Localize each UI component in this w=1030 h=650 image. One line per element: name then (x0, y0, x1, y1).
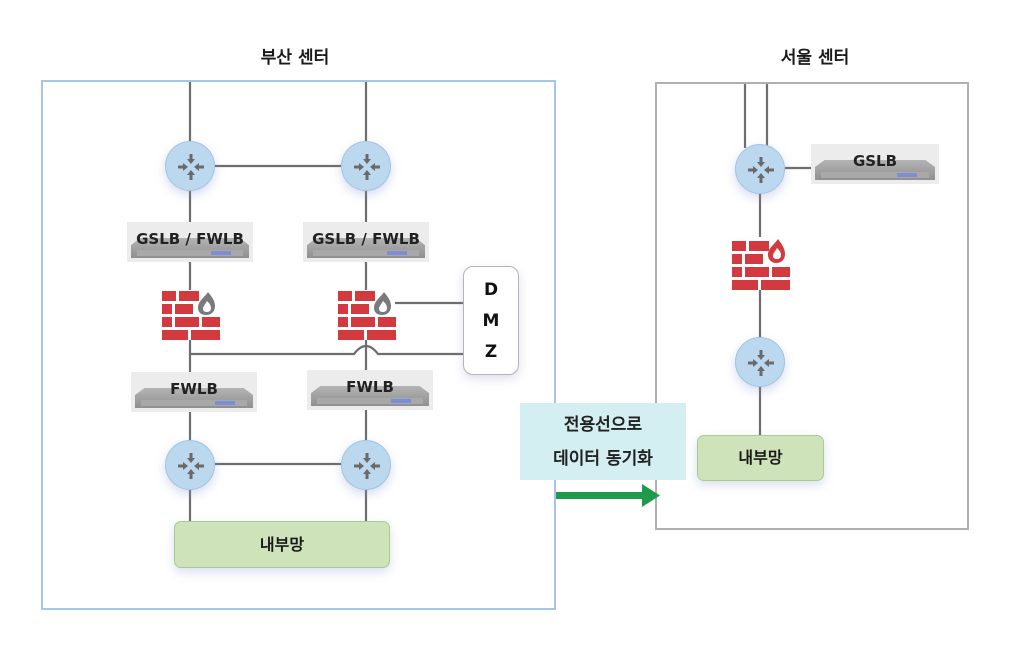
busan-left-gslb-fwlb[interactable]: GSLB / FWLB (127, 222, 253, 262)
seoul-bottom-router[interactable] (735, 337, 785, 387)
sync-arrow (556, 484, 660, 507)
busan-right-fwlb[interactable]: FWLB (307, 370, 433, 410)
sync-label-line1: 전용선으로 (563, 415, 643, 435)
device-label: FWLB (346, 378, 394, 396)
busan-right-bottom-router[interactable] (341, 440, 391, 490)
device-label: FWLB (170, 380, 218, 398)
router-arrows-icon (354, 154, 380, 180)
busan-right-top-router[interactable] (341, 141, 391, 191)
firewall-brick-flame-icon (338, 291, 396, 340)
dmz-letter-z: Z (484, 342, 498, 362)
busan-internal-network[interactable]: 내부망 (174, 521, 390, 568)
line-left-fw-dmz-hop (190, 344, 463, 356)
busan-left-fwlb[interactable]: FWLB (131, 372, 257, 412)
seoul-internal-network[interactable]: 내부망 (697, 435, 824, 481)
router-arrows-icon (748, 350, 774, 376)
busan-left-top-router[interactable] (165, 141, 215, 191)
device-label: GSLB / FWLB (312, 230, 420, 248)
router-arrows-icon (178, 453, 204, 479)
dmz-letter-d: D (483, 280, 499, 300)
seoul-gslb[interactable]: GSLB (811, 144, 939, 184)
firewall-brick-flame-icon (162, 291, 220, 340)
router-arrows-icon (178, 154, 204, 180)
busan-left-bottom-router[interactable] (165, 440, 215, 490)
device-label: GSLB (852, 152, 898, 170)
router-arrows-icon (354, 453, 380, 479)
sync-label-line2: 데이터 동기화 (553, 449, 653, 469)
device-label: GSLB / FWLB (136, 230, 244, 248)
seoul-center-title: 서울 센터 (780, 48, 850, 68)
seoul-firewall[interactable] (730, 237, 792, 290)
firewall-brick-flame-icon (732, 239, 790, 290)
busan-left-firewall[interactable] (160, 288, 222, 340)
seoul-top-router[interactable] (735, 144, 785, 194)
busan-right-gslb-fwlb[interactable]: GSLB / FWLB (303, 222, 429, 262)
router-arrows-icon (748, 157, 774, 183)
sync-label: 전용선으로 데이터 동기화 (520, 403, 686, 480)
busan-center-title: 부산 센터 (260, 48, 330, 68)
dmz-zone[interactable]: D M Z (463, 266, 519, 375)
busan-right-firewall[interactable] (336, 288, 398, 340)
dmz-letter-m: M (482, 311, 500, 331)
